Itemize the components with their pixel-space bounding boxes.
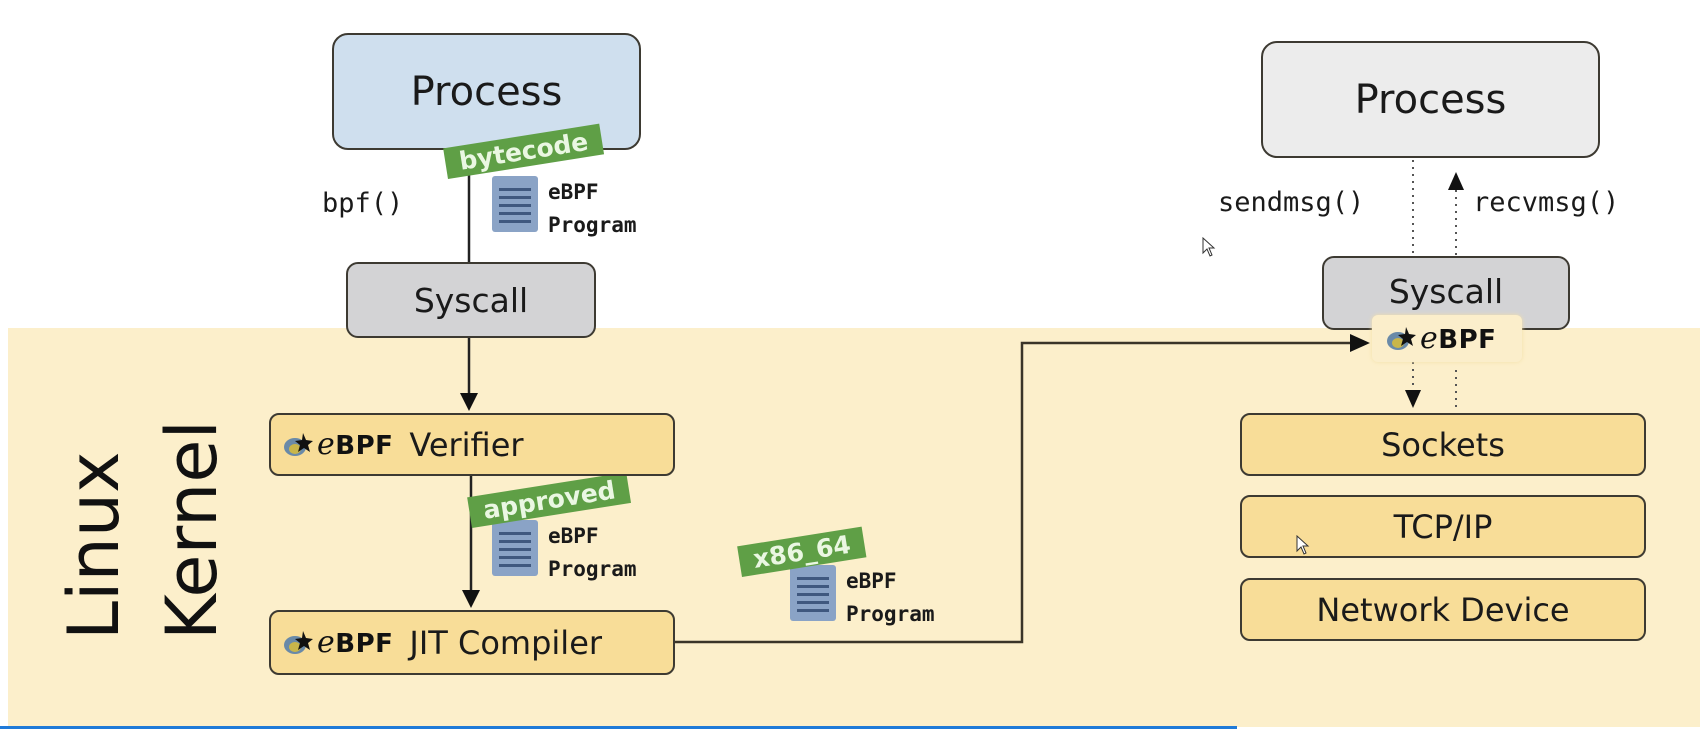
recvmsg-label: recvmsg() [1473, 187, 1620, 218]
mouse-cursor-icon [1202, 237, 1216, 257]
sockets-box: Sockets [1240, 413, 1646, 476]
progress-line [0, 726, 1237, 729]
program-label-line2: Program [548, 213, 637, 237]
program-bytecode: eBPF Program [492, 176, 637, 242]
bee-icon [284, 630, 313, 654]
arrowhead-jit [462, 590, 480, 608]
tcp-ip-label: TCP/IP [1393, 507, 1493, 546]
logo-prefix: e [317, 625, 336, 660]
program-label-line1: eBPF [548, 180, 599, 204]
right-syscall-label: Syscall [1388, 272, 1504, 311]
ebpf-verifier-box: eBPF Verifier [269, 413, 675, 476]
ebpf-jit-compiler-box: eBPF JIT Compiler [269, 610, 675, 675]
logo-text: BPF [335, 629, 394, 659]
left-syscall-label: Syscall [413, 280, 529, 320]
network-device-box: Network Device [1240, 578, 1646, 641]
arrowhead-recvmsg [1448, 172, 1464, 190]
network-device-label: Network Device [1316, 590, 1570, 629]
verifier-label: Verifier [409, 425, 524, 464]
left-process-label: Process [410, 68, 563, 115]
ebpf-hook-badge: eBPF [1372, 315, 1522, 362]
tcp-ip-box: TCP/IP [1240, 495, 1646, 558]
document-icon [790, 565, 836, 621]
arrowhead-verifier [460, 393, 478, 411]
right-syscall-box: Syscall [1322, 256, 1570, 330]
left-syscall-box: Syscall [346, 262, 596, 338]
program-label-line1: eBPF [548, 524, 599, 548]
left-process-box: Process [332, 33, 641, 150]
logo-text: BPF [1438, 325, 1497, 355]
bee-icon [1387, 326, 1416, 350]
arrowhead-sockets [1405, 390, 1421, 408]
arrowhead-hook [1350, 334, 1370, 352]
arrow-jit-to-hook [675, 341, 1352, 644]
program-label-line2: Program [846, 602, 935, 626]
logo-text: BPF [335, 431, 394, 461]
program-label-line2: Program [548, 557, 637, 581]
program-label-line1: eBPF [846, 569, 897, 593]
ebpf-logo: eBPF [1384, 321, 1496, 356]
right-process-box: Process [1261, 41, 1600, 158]
document-icon [492, 520, 538, 576]
bee-icon [284, 432, 313, 456]
bpf-call-label: bpf() [322, 188, 404, 219]
program-x86-64: eBPF Program [790, 565, 935, 631]
right-process-label: Process [1354, 76, 1507, 123]
mouse-cursor-icon [1296, 535, 1310, 555]
document-icon [492, 176, 538, 232]
logo-prefix: e [1420, 321, 1439, 356]
jit-compiler-label: JIT Compiler [409, 623, 603, 662]
sendmsg-label: sendmsg() [1218, 187, 1365, 218]
ebpf-logo: eBPF [281, 427, 393, 462]
ebpf-logo: eBPF [281, 625, 393, 660]
program-approved: eBPF Program [492, 520, 637, 586]
sockets-label: Sockets [1381, 425, 1505, 464]
logo-prefix: e [317, 427, 336, 462]
